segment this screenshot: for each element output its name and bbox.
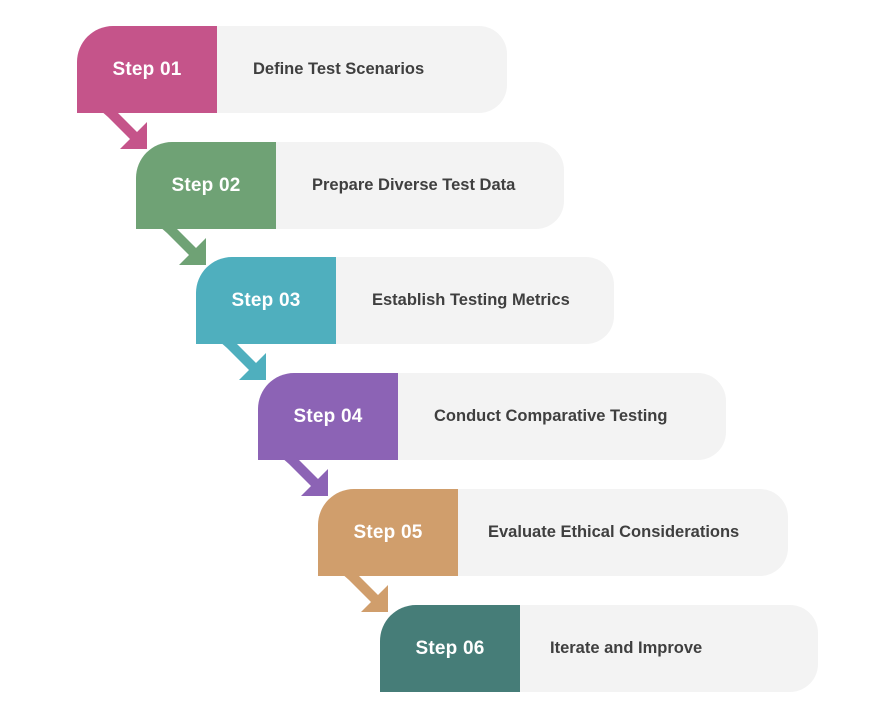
step-4-arrow-icon [281,457,328,496]
step-2-label: Step 02 [136,142,276,229]
step-4-text: Conduct Comparative Testing [398,373,726,460]
step-5-text: Evaluate Ethical Considerations [458,489,788,576]
step-4-label: Step 04 [258,373,398,460]
step-3-label: Step 03 [196,257,336,344]
step-1-text: Define Test Scenarios [217,26,507,113]
step-5-arrow-icon [341,573,388,612]
step-2-text: Prepare Diverse Test Data [276,142,564,229]
step-1-label: Step 01 [77,26,217,113]
step-2-arrow-icon [159,226,206,265]
step-5-label: Step 05 [318,489,458,576]
step-6-text: Iterate and Improve [520,605,818,692]
step-3-arrow-icon [219,341,266,380]
step-3-text: Establish Testing Metrics [336,257,614,344]
step-1-arrow-icon [100,110,147,149]
step-6-label: Step 06 [380,605,520,692]
